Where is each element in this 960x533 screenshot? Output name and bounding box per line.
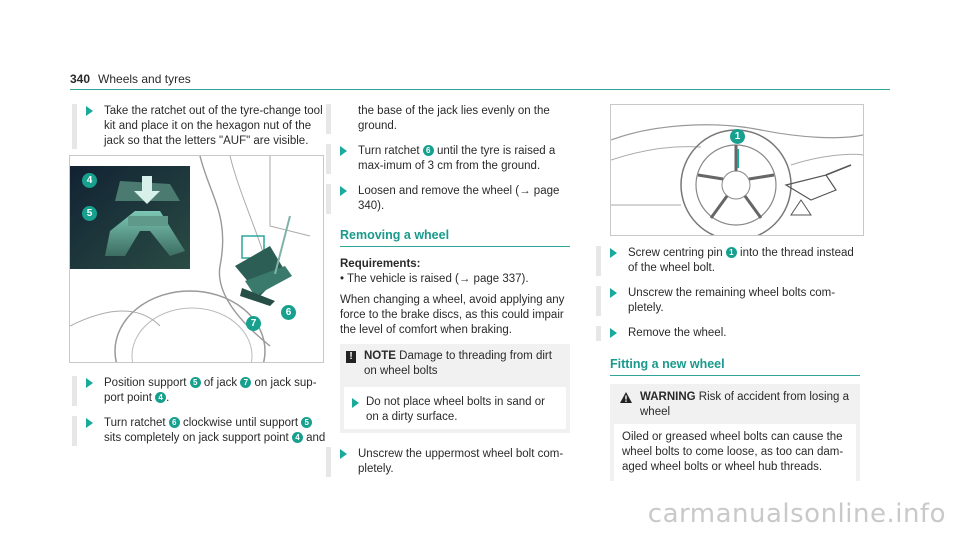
requirements: Requirements: • The vehicle is raised (→…: [340, 257, 570, 287]
jack-illustration: 4 5 6 7: [69, 155, 324, 412]
warning-box: WARNING Risk of accident from losing a w…: [610, 384, 860, 424]
step-arrow-icon: [340, 449, 347, 459]
step-text: .: [166, 392, 170, 404]
note-box: ! NOTE Damage to threading from dirt on …: [340, 344, 570, 387]
section-title: Removing a wheel: [340, 228, 570, 247]
note-text: Damage to threading from dirt on wheel b…: [364, 350, 552, 377]
paragraph: When changing a wheel, avoid applying an…: [340, 294, 565, 336]
exclamation-icon: !: [346, 351, 356, 363]
callout-ref: 1: [725, 247, 737, 258]
step-arrow-icon: [352, 398, 359, 408]
step-continuation: the base of the jack lies evenly on the …: [326, 104, 570, 134]
wheel-diagram: [610, 124, 864, 241]
step-arrow-icon: [86, 378, 93, 388]
step-text: of jack: [203, 377, 238, 389]
requirement-item: • The vehicle is raised (→ page 337).: [340, 273, 529, 285]
warning-title: WARNING: [640, 391, 696, 403]
warning-body: Oiled or greased wheel bolts can cause t…: [610, 424, 860, 481]
header-rule: [70, 89, 890, 90]
callout-6: 6: [281, 305, 296, 320]
requirement-text: The vehicle is raised (→ page 337).: [347, 273, 529, 285]
step: Turn ratchet 6 clockwise until support 5…: [72, 416, 332, 446]
step-text: until the tyre is raised a max-imum of 3…: [358, 145, 556, 172]
page-number: 340: [70, 72, 91, 86]
step-arrow-icon: [610, 328, 617, 338]
column-1: Take the ratchet out of the tyre-change …: [72, 104, 326, 159]
step-text: Remove the wheel.: [628, 327, 727, 339]
step: Remove the wheel.: [596, 326, 860, 341]
page-header: 340 Wheels and tyres: [70, 72, 191, 86]
watermark: carmanualsonline.info: [647, 499, 946, 529]
step-arrow-icon: [86, 106, 93, 116]
step-text: Loosen and remove the wheel (→ page 340)…: [358, 185, 560, 212]
callout-ref: 6: [422, 145, 434, 156]
callout-1: 1: [730, 129, 745, 144]
step-arrow-icon: [340, 146, 347, 156]
callout-ref: 4: [155, 392, 167, 403]
step-text: and: [306, 432, 326, 444]
step-text: Unscrew the remaining wheel bolts com-pl…: [628, 287, 836, 314]
callout-ref: 4: [291, 432, 303, 443]
column-3: Screw centring pin 1 into the thread ins…: [596, 246, 860, 481]
callout-ref: 5: [301, 417, 313, 428]
chapter-title: Wheels and tyres: [98, 72, 191, 86]
step: Turn ratchet 6 until the tyre is raised …: [326, 144, 570, 174]
step: Unscrew the remaining wheel bolts com-pl…: [596, 286, 860, 316]
step-text: sits completely on jack support point: [104, 432, 289, 444]
step-text: clockwise until support: [182, 417, 299, 429]
step-text: into the thread instead of the wheel bol…: [628, 247, 854, 274]
requirements-label: Requirements:: [340, 258, 421, 270]
step-text: Position support: [104, 377, 187, 389]
note-step-text: Do not place wheel bolts in sand or on a…: [366, 396, 545, 423]
callout-5: 5: [82, 206, 97, 221]
step: Unscrew the uppermost wheel bolt com-ple…: [326, 447, 570, 477]
column-1-lower: Position support 5 of jack 7 on jack sup…: [72, 376, 326, 456]
step-text: Turn ratchet: [104, 417, 166, 429]
callout-ref: 6: [168, 417, 180, 428]
step: Position support 5 of jack 7 on jack sup…: [72, 376, 332, 406]
column-2: the base of the jack lies evenly on the …: [326, 104, 570, 487]
wheel-illustration: 1: [610, 104, 864, 241]
step: Screw centring pin 1 into the thread ins…: [596, 246, 860, 276]
step-text: on jack sup-port point: [104, 377, 317, 404]
callout-7: 7: [246, 316, 261, 331]
note-title: NOTE: [364, 350, 396, 362]
step-text: Take the ratchet out of the tyre-change …: [104, 105, 323, 147]
callout-4: 4: [82, 173, 97, 188]
step-text: Unscrew the uppermost wheel bolt com-ple…: [358, 448, 564, 475]
step-text: Turn ratchet: [358, 145, 420, 157]
note-step: Do not place wheel bolts in sand or on a…: [340, 387, 570, 433]
section-title: Fitting a new wheel: [610, 357, 860, 376]
step-text: Screw centring pin: [628, 247, 723, 259]
warning-heading: Risk of accident from losing a wheel: [640, 391, 849, 418]
callout-ref: 7: [240, 377, 252, 388]
step-arrow-icon: [610, 248, 617, 258]
step-text: the base of the jack lies evenly on the …: [358, 105, 550, 132]
step-arrow-icon: [610, 288, 617, 298]
step-arrow-icon: [86, 418, 93, 428]
warning-triangle-icon: [620, 392, 632, 403]
step: Loosen and remove the wheel (→ page 340)…: [326, 184, 570, 214]
callout-ref: 5: [189, 377, 201, 388]
step: Take the ratchet out of the tyre-change …: [72, 104, 332, 149]
jack-diagram: [69, 155, 311, 412]
step-arrow-icon: [340, 186, 347, 196]
